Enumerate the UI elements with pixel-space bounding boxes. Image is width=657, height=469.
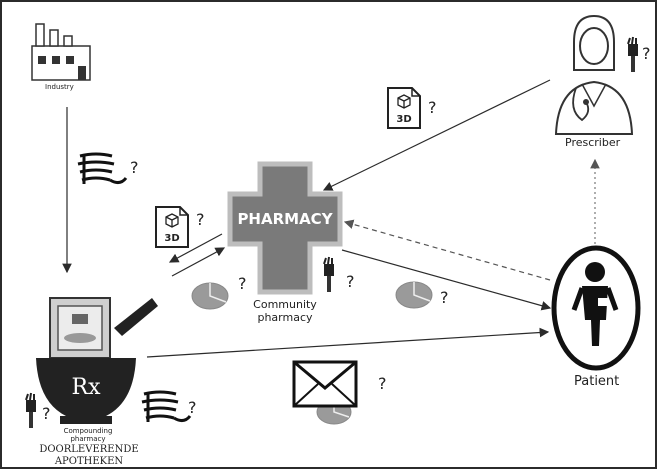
question-mark-3d-file: ? xyxy=(196,210,205,229)
question-mark-pharmacy-brush: ? xyxy=(346,272,355,291)
prescriber-icon xyxy=(554,14,634,135)
community-pharmacy-label: Community pharmacy xyxy=(252,298,318,324)
envelope-icon xyxy=(292,360,358,408)
filament-spool-icon-bottom xyxy=(141,390,192,423)
compounding-pharmacy-label-line2: pharmacy xyxy=(70,435,106,443)
factory-icon xyxy=(31,23,91,81)
doorleverende-caption-line1: DOORLEVERENDE xyxy=(39,444,139,455)
arrow-patient-to-pharmacy-dashed xyxy=(343,219,551,281)
community-pharmacy-label-line1: Community xyxy=(253,298,317,311)
doorleverende-caption-line2: APOTHEKEN xyxy=(54,456,124,467)
pill-icon-patient xyxy=(395,281,433,309)
compounding-pharmacy-label-line1: Compounding xyxy=(63,427,113,435)
question-mark-filament: ? xyxy=(130,158,139,177)
compounding-pharmacy-label: Compounding pharmacy xyxy=(60,427,116,443)
doorleverende-caption: DOORLEVERENDE APOTHEKEN xyxy=(24,444,154,467)
question-mark-envelope: ? xyxy=(378,374,387,393)
patient-label: Patient xyxy=(574,374,620,389)
3d-file-icon-top: 3D xyxy=(387,87,421,129)
arrow-compounding-to-patient xyxy=(146,327,550,358)
industry-label: Industry xyxy=(45,83,74,91)
question-mark-compounding-brush: ? xyxy=(42,404,51,423)
community-pharmacy-label-line2: pharmacy xyxy=(257,311,313,324)
3d-file-icon: 3D xyxy=(155,206,189,248)
question-mark-pill: ? xyxy=(238,274,247,293)
arrow-compounding-to-pharmacy-lower xyxy=(171,247,226,277)
arrow-pharmacy-to-compounding-upper xyxy=(168,233,223,263)
prescriber-label: Prescriber xyxy=(565,136,621,149)
question-mark-pill-patient: ? xyxy=(440,288,449,307)
pill-icon xyxy=(191,282,229,310)
brush-icon-prescriber xyxy=(627,36,638,72)
question-mark-prescriber: ? xyxy=(642,44,651,63)
brush-icon-compounding xyxy=(25,392,36,428)
arrow-prescriber-to-pharmacy xyxy=(322,79,551,191)
3d-label: 3D xyxy=(164,233,179,244)
rx-symbol: Rx xyxy=(72,375,102,400)
pharmacy-cross: PHARMACY xyxy=(227,161,343,295)
brush-icon-pharmacy xyxy=(323,256,334,292)
pharmacy-sign-text: PHARMACY xyxy=(237,210,333,228)
filament-spool-icon xyxy=(77,152,128,185)
arrow-pharmacy-to-patient xyxy=(341,249,552,311)
question-mark-filament-bottom: ? xyxy=(188,398,197,417)
patient-icon xyxy=(551,245,641,371)
compounding-pharmacy-icon: Rx xyxy=(36,297,158,424)
3d-label-top: 3D xyxy=(396,114,411,125)
question-mark-3d-file-top: ? xyxy=(428,98,437,117)
